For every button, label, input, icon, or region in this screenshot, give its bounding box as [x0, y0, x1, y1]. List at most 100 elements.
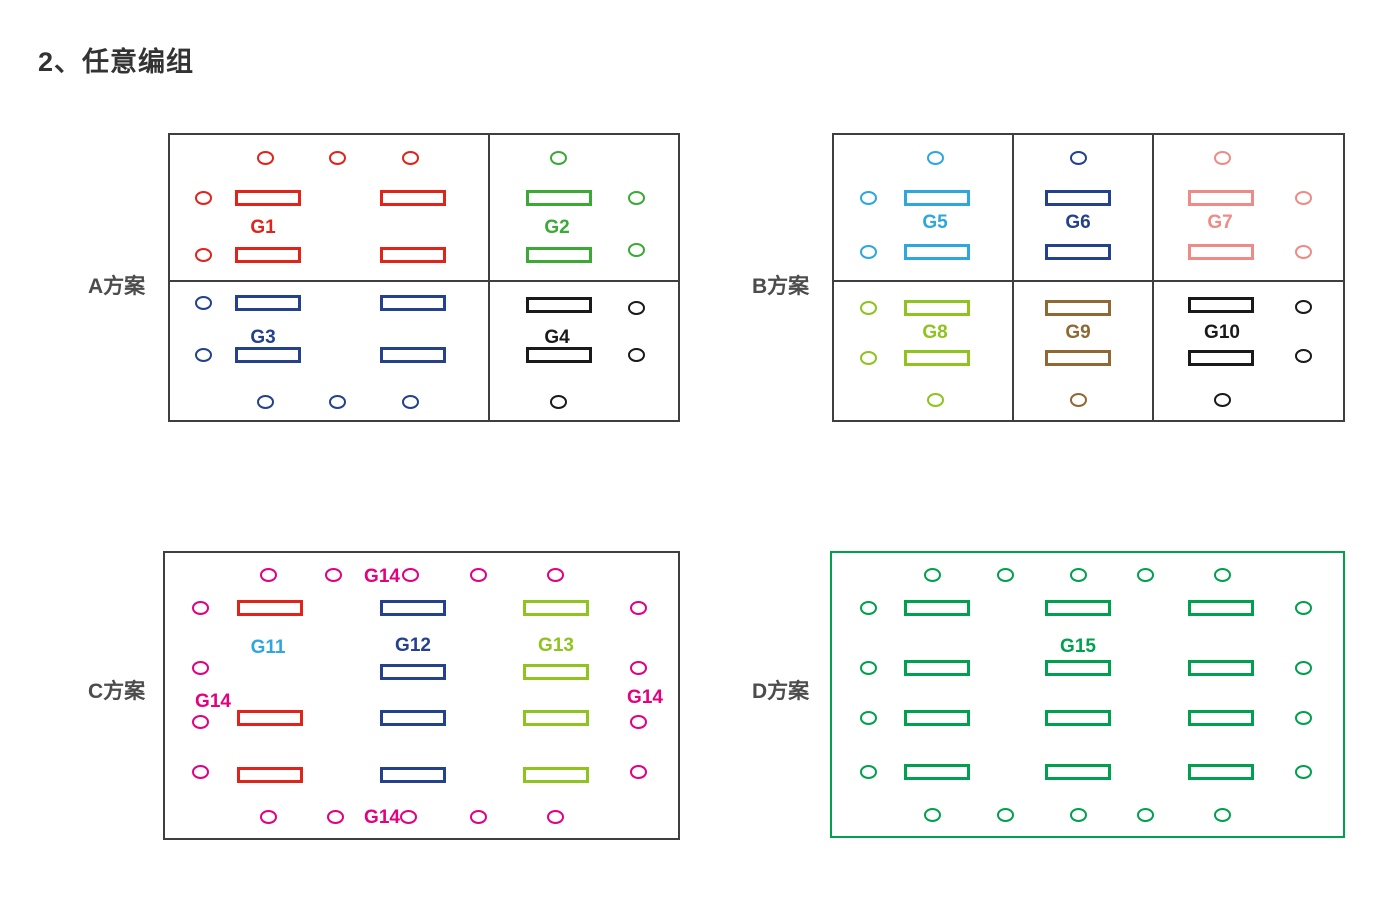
- group-label-g15: G15: [1060, 636, 1096, 657]
- circle-lamp-g10: [1213, 393, 1231, 407]
- circle-lamp-g15: [1213, 568, 1231, 582]
- rect-lamp-g15: [904, 600, 970, 616]
- circle-lamp-g14: [629, 765, 647, 779]
- circle-lamp-g3: [194, 348, 212, 362]
- rect-lamp-g13: [523, 664, 589, 680]
- group-label-g10: G10: [1204, 322, 1240, 343]
- panel-b-divider: [1012, 133, 1014, 422]
- rect-lamp-g5: [904, 190, 970, 206]
- rect-lamp-g11: [237, 710, 303, 726]
- circle-lamp-g8: [926, 393, 944, 407]
- group-label-g14: G14: [364, 807, 400, 828]
- panel-b-box: [832, 133, 1345, 422]
- circle-lamp-g14: [399, 810, 417, 824]
- circle-lamp-g14: [469, 810, 487, 824]
- circle-lamp-g14: [546, 568, 564, 582]
- rect-lamp-g12: [380, 767, 446, 783]
- circle-lamp-g15: [1136, 808, 1154, 822]
- circle-lamp-g4: [549, 395, 567, 409]
- circle-lamp-g15: [859, 601, 877, 615]
- panel-d-box: [830, 551, 1345, 838]
- group-label-g14: G14: [364, 566, 400, 587]
- rect-lamp-g13: [523, 767, 589, 783]
- rect-lamp-g13: [523, 600, 589, 616]
- circle-lamp-g14: [191, 715, 209, 729]
- circle-lamp-g15: [996, 568, 1014, 582]
- rect-lamp-g15: [1188, 764, 1254, 780]
- rect-lamp-g15: [904, 710, 970, 726]
- rect-lamp-g4: [526, 297, 592, 313]
- circle-lamp-g5: [859, 245, 877, 259]
- rect-lamp-g15: [904, 764, 970, 780]
- rect-lamp-g15: [1188, 600, 1254, 616]
- circle-lamp-g15: [1294, 661, 1312, 675]
- circle-lamp-g1: [256, 151, 274, 165]
- group-label-g11: G11: [250, 637, 286, 658]
- rect-lamp-g3: [235, 347, 301, 363]
- panel-c-label: C方案: [88, 680, 146, 703]
- circle-lamp-g1: [194, 248, 212, 262]
- rect-lamp-g12: [380, 710, 446, 726]
- rect-lamp-g6: [1045, 190, 1111, 206]
- circle-lamp-g4: [627, 348, 645, 362]
- circle-lamp-g14: [469, 568, 487, 582]
- rect-lamp-g1: [235, 190, 301, 206]
- group-label-g6: G6: [1065, 212, 1091, 233]
- group-label-g1: G1: [250, 217, 276, 238]
- panel-c-box: [163, 551, 680, 840]
- panel-b-divider: [1152, 133, 1154, 422]
- circle-lamp-g7: [1294, 245, 1312, 259]
- circle-lamp-g15: [1294, 711, 1312, 725]
- circle-lamp-g14: [629, 715, 647, 729]
- group-label-g14: G14: [627, 687, 663, 708]
- rect-lamp-g9: [1045, 350, 1111, 366]
- rect-lamp-g1: [380, 190, 446, 206]
- rect-lamp-g8: [904, 350, 970, 366]
- circle-lamp-g14: [191, 661, 209, 675]
- rect-lamp-g2: [526, 247, 592, 263]
- circle-lamp-g3: [194, 296, 212, 310]
- circle-lamp-g3: [401, 395, 419, 409]
- rect-lamp-g15: [1045, 600, 1111, 616]
- circle-lamp-g8: [859, 301, 877, 315]
- rect-lamp-g3: [380, 347, 446, 363]
- rect-lamp-g7: [1188, 244, 1254, 260]
- group-label-g13: G13: [538, 635, 574, 656]
- rect-lamp-g5: [904, 244, 970, 260]
- circle-lamp-g14: [326, 810, 344, 824]
- rect-lamp-g2: [526, 190, 592, 206]
- circle-lamp-g15: [1213, 808, 1231, 822]
- circle-lamp-g15: [859, 711, 877, 725]
- rect-lamp-g11: [237, 600, 303, 616]
- circle-lamp-g15: [1294, 765, 1312, 779]
- panel-b-divider: [832, 280, 1345, 282]
- rect-lamp-g1: [235, 247, 301, 263]
- circle-lamp-g15: [1136, 568, 1154, 582]
- group-label-g12: G12: [395, 635, 431, 656]
- panel-a-label: A方案: [88, 275, 146, 298]
- rect-lamp-g6: [1045, 244, 1111, 260]
- circle-lamp-g1: [328, 151, 346, 165]
- panel-a-divider: [168, 280, 680, 282]
- rect-lamp-g3: [235, 295, 301, 311]
- circle-lamp-g15: [859, 661, 877, 675]
- group-label-g7: G7: [1207, 212, 1233, 233]
- panel-d-label: D方案: [752, 680, 810, 703]
- circle-lamp-g15: [996, 808, 1014, 822]
- circle-lamp-g14: [259, 568, 277, 582]
- circle-lamp-g2: [549, 151, 567, 165]
- circle-lamp-g14: [629, 661, 647, 675]
- rect-lamp-g1: [380, 247, 446, 263]
- rect-lamp-g13: [523, 710, 589, 726]
- group-label-g9: G9: [1065, 322, 1091, 343]
- circle-lamp-g10: [1294, 300, 1312, 314]
- circle-lamp-g3: [256, 395, 274, 409]
- group-label-g3: G3: [250, 327, 276, 348]
- rect-lamp-g15: [1045, 710, 1111, 726]
- rect-lamp-g12: [380, 664, 446, 680]
- rect-lamp-g15: [1188, 710, 1254, 726]
- circle-lamp-g14: [191, 765, 209, 779]
- circle-lamp-g1: [401, 151, 419, 165]
- circle-lamp-g14: [546, 810, 564, 824]
